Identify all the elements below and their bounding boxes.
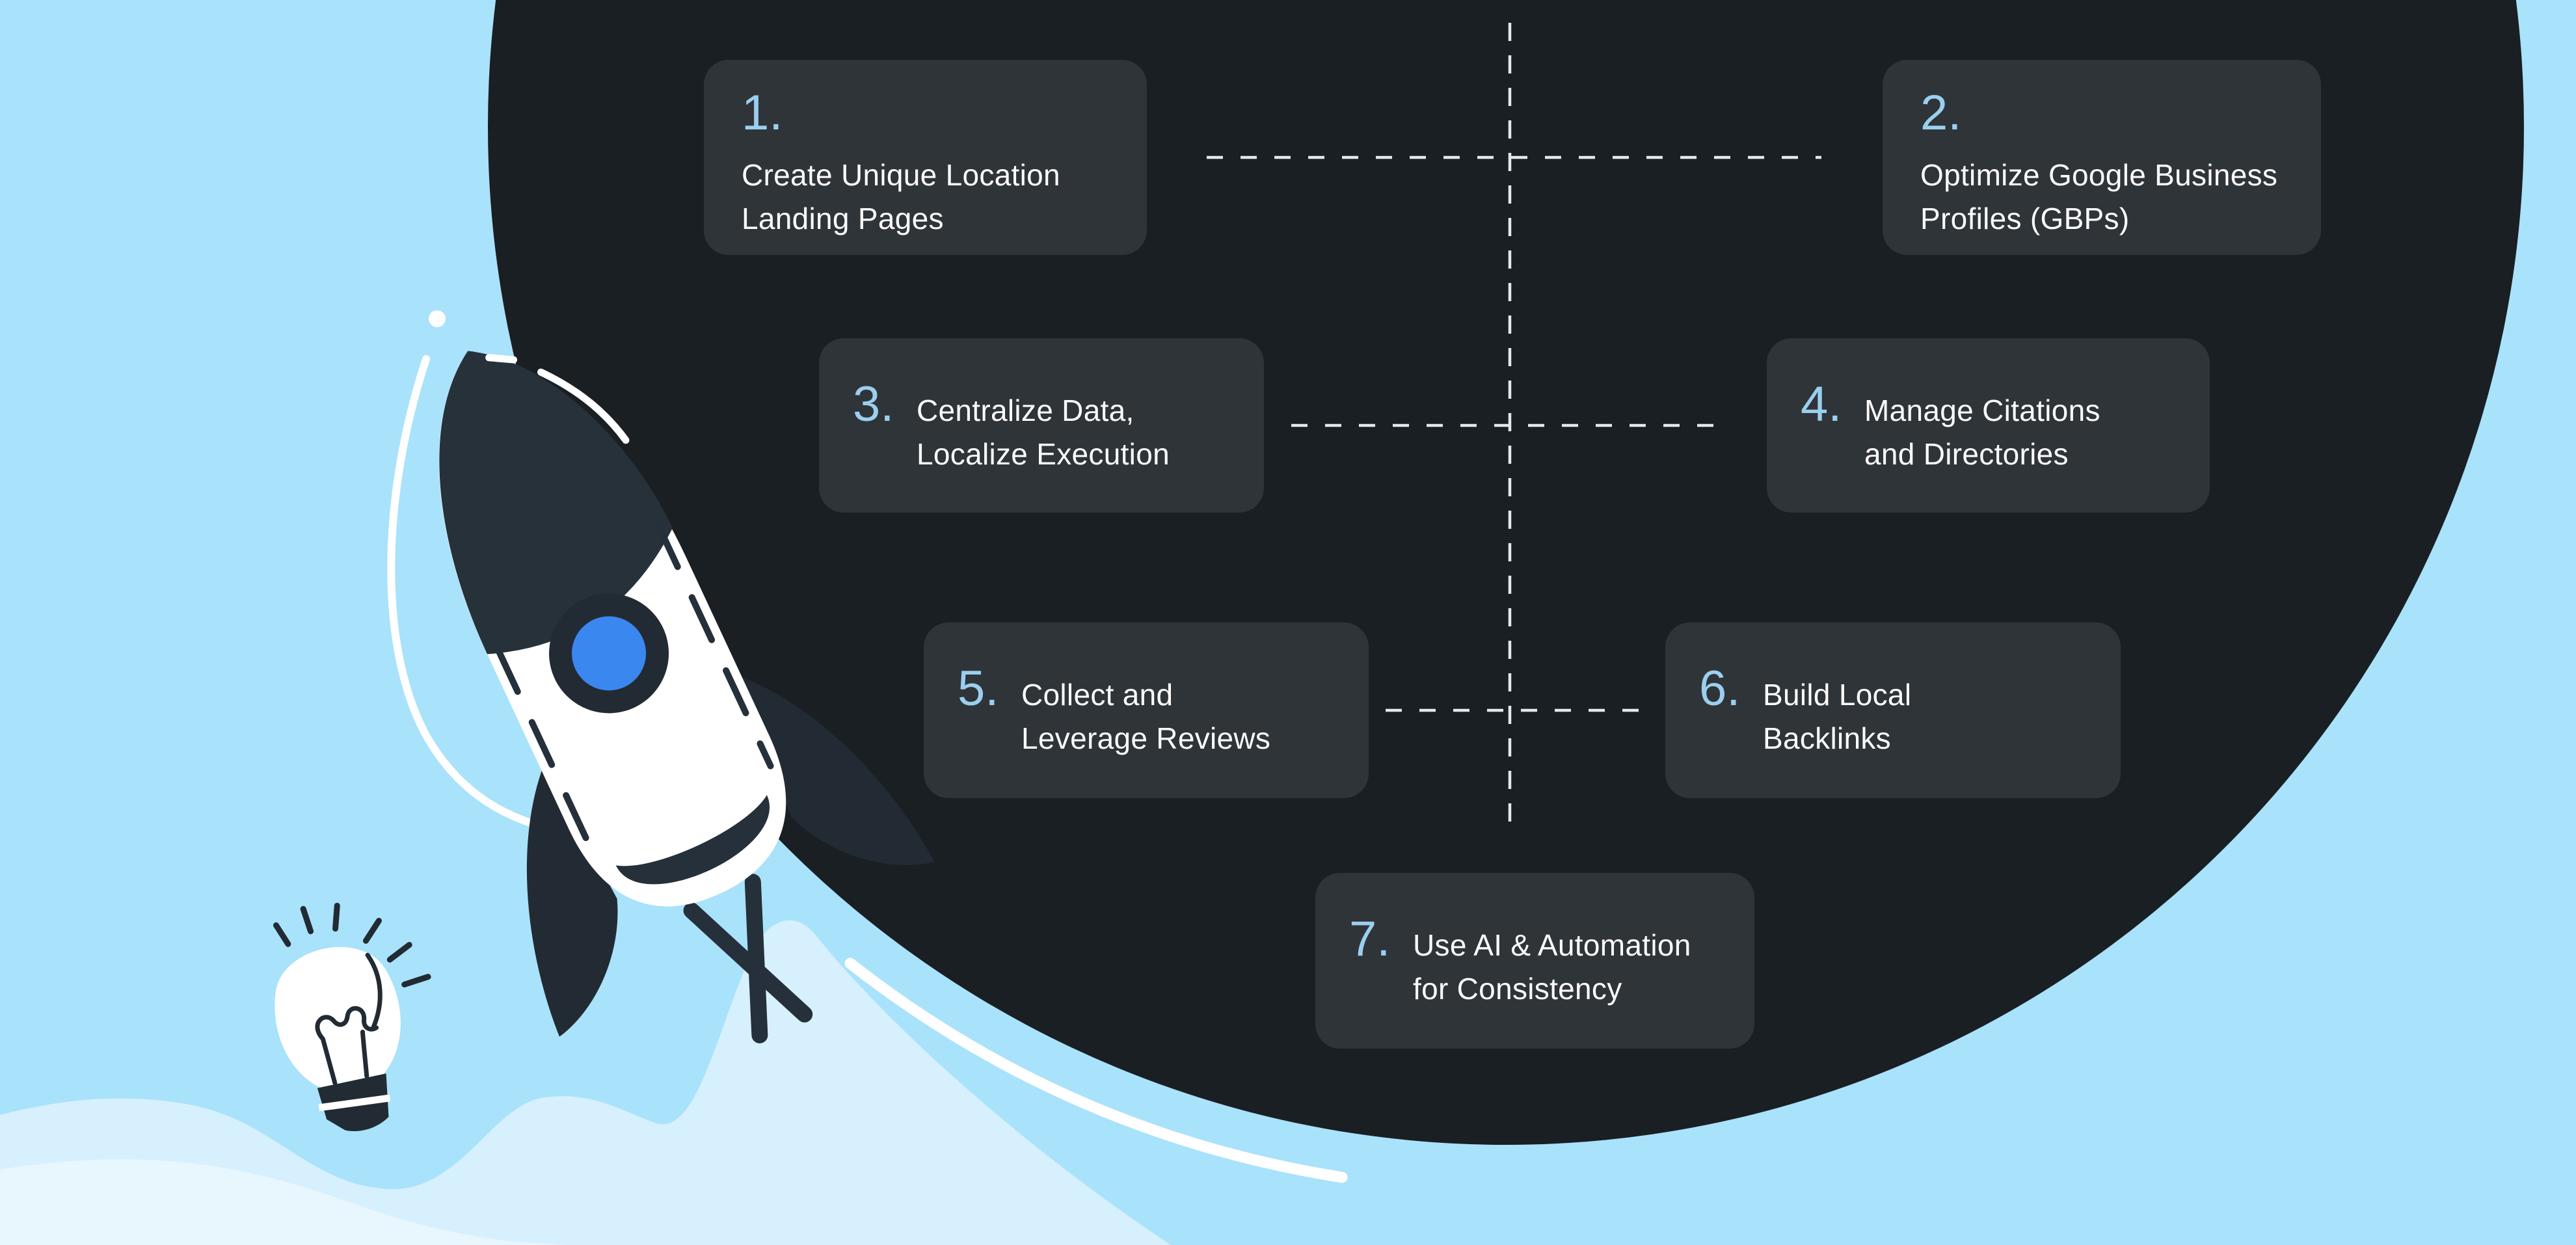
- bulb-ray: [332, 902, 340, 932]
- rocket-exhaust-leg: [683, 902, 813, 1023]
- rocket-fin-left: [526, 764, 618, 1037]
- step-card-6: 6. Build Local Backlinks: [1665, 622, 2121, 798]
- nose-highlight-dash: [485, 354, 518, 364]
- bulb-filament: [320, 1036, 338, 1086]
- body-seam-dash: [494, 645, 603, 871]
- step-card-7: 7. Use AI & Automation for Consistency: [1315, 873, 1754, 1049]
- step-number: 5.: [958, 661, 999, 716]
- step-title: Collect and Leverage Reviews: [1021, 678, 1271, 755]
- rocket-exhaust-leg: [744, 874, 768, 1043]
- step-number: 7.: [1349, 911, 1391, 967]
- step-title: Build Local Backlinks: [1763, 678, 1912, 755]
- bulb-ray: [401, 974, 431, 987]
- bulb-filament: [360, 1029, 369, 1079]
- rocket-engine-cap: [615, 795, 770, 885]
- step-card-5: 5. Collect and Leverage Reviews: [924, 622, 1369, 798]
- rocket-ship-illustration: [438, 351, 935, 1043]
- step-card-4: 4. Manage Citations and Directories: [1767, 338, 2210, 513]
- porthole-window: [572, 616, 647, 691]
- step-number: 3.: [853, 377, 894, 432]
- step-title: Centralize Data, Localize Execution: [917, 394, 1170, 471]
- bulb-filament: [365, 952, 382, 1030]
- step-card-2: 2. Optimize Google Business Profiles (GB…: [1883, 60, 2321, 255]
- bottom-corner-wave: [0, 1159, 572, 1245]
- step-card-1: 1. Create Unique Location Landing Pages: [704, 60, 1147, 255]
- nose-highlight-dash: [537, 368, 630, 444]
- step-title: Manage Citations and Directories: [1864, 394, 2100, 471]
- lightbulb-idea-icon: [273, 902, 431, 1132]
- launch-trail-line: [387, 355, 549, 831]
- bulb-ray: [362, 917, 382, 944]
- bulb-glass: [275, 947, 401, 1090]
- motion-swoosh-arc: [844, 957, 1348, 1183]
- step-title: Create Unique Location Landing Pages: [742, 158, 1060, 236]
- step-number: 4.: [1801, 377, 1842, 432]
- step-number: 6.: [1699, 661, 1741, 716]
- bulb-ray: [273, 922, 291, 947]
- bulb-ray: [386, 942, 412, 963]
- rocket-nose-cone: [439, 351, 673, 654]
- bulb-ray: [300, 905, 314, 935]
- rocket-fin-right: [735, 675, 935, 865]
- trail-dot: [429, 310, 446, 327]
- dark-backdrop-circle: [488, 0, 2524, 1145]
- step-title: Optimize Google Business Profiles (GBPs): [1920, 158, 2278, 236]
- bulb-filament: [315, 1006, 379, 1041]
- smoke-plume-wave: [0, 920, 1171, 1245]
- step-card-3: 3. Centralize Data, Localize Execution: [819, 338, 1264, 513]
- step-number: 1.: [742, 85, 783, 141]
- step-title: Use AI & Automation for Consistency: [1413, 928, 1691, 1006]
- body-seam-dash: [654, 521, 774, 770]
- step-number: 2.: [1920, 85, 1962, 141]
- bulb-base-stripe: [318, 1094, 391, 1112]
